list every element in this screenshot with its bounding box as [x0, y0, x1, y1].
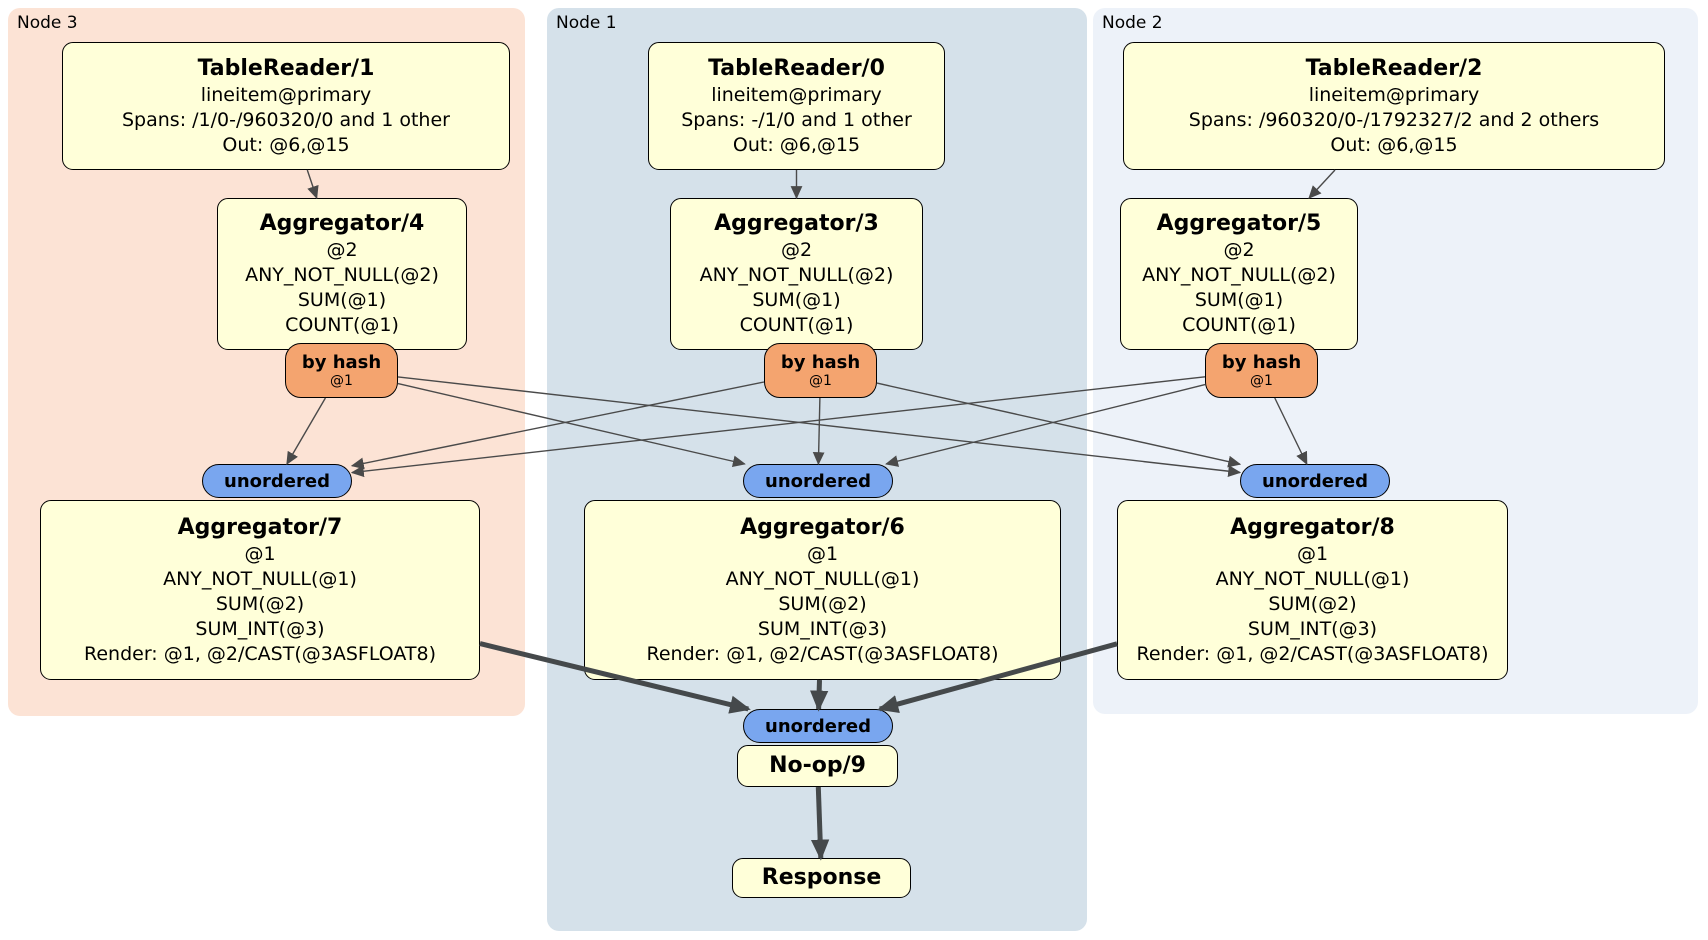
processor-title: Aggregator/7 [177, 514, 343, 540]
agg-func: SUM_INT(@3) [757, 617, 888, 640]
sync-label: unordered [224, 470, 330, 492]
processor-tablereader-2: TableReader/2 lineitem@primary Spans: /9… [1123, 42, 1665, 170]
group-cols: @2 [780, 239, 813, 261]
processor-title: TableReader/0 [708, 55, 885, 81]
sync-unordered-9: unordered [743, 709, 893, 743]
processor-index: lineitem@primary [200, 83, 372, 106]
render-expr: Render: @1, @2/CAST(@3ASFLOAT8) [1136, 642, 1489, 665]
group-cols: @1 [806, 542, 839, 565]
processor-title: TableReader/1 [197, 55, 375, 81]
processor-aggregator-5: Aggregator/5 @2 ANY_NOT_NULL(@2) SUM(@1)… [1120, 198, 1358, 350]
processor-title: Response [761, 865, 882, 890]
router-label: by hash [1221, 351, 1302, 373]
processor-title: TableReader/2 [1305, 55, 1483, 81]
group-cols: @2 [326, 239, 358, 261]
processor-title: Aggregator/8 [1230, 514, 1395, 540]
agg-func: ANY_NOT_NULL(@2) [245, 264, 439, 286]
region-label-node-3: Node 3 [17, 13, 78, 33]
processor-out: Out: @6,@15 [222, 133, 350, 156]
sync-label: unordered [765, 470, 871, 492]
processor-aggregator-6: Aggregator/6 @1 ANY_NOT_NULL(@1) SUM(@2)… [584, 500, 1061, 680]
router-hash-cols: @1 [809, 372, 832, 389]
processor-out: Out: @6,@15 [1330, 133, 1458, 156]
agg-func: COUNT(@1) [285, 314, 399, 336]
agg-func: SUM(@1) [1194, 289, 1284, 311]
processor-title: Aggregator/6 [740, 514, 905, 540]
agg-func: ANY_NOT_NULL(@1) [1215, 567, 1410, 590]
sync-unordered-7: unordered [202, 464, 352, 498]
group-cols: @1 [1296, 542, 1329, 565]
processor-aggregator-8: Aggregator/8 @1 ANY_NOT_NULL(@1) SUM(@2)… [1117, 500, 1508, 680]
processor-response: Response [732, 858, 911, 898]
group-cols: @1 [244, 542, 276, 565]
router-label: by hash [301, 351, 382, 373]
processor-tablereader-0: TableReader/0 lineitem@primary Spans: -/… [648, 42, 945, 170]
processor-title: Aggregator/4 [259, 211, 425, 236]
sync-label: unordered [1262, 470, 1368, 492]
agg-func: SUM(@2) [215, 592, 305, 615]
processor-aggregator-7: Aggregator/7 @1 ANY_NOT_NULL(@1) SUM(@2)… [40, 500, 480, 680]
processor-title: Aggregator/5 [1156, 211, 1322, 236]
region-label-node-2: Node 2 [1102, 13, 1163, 33]
processor-spans: Spans: -/1/0 and 1 other [681, 108, 912, 131]
agg-func: SUM_INT(@3) [1247, 617, 1378, 640]
agg-func: SUM_INT(@3) [195, 617, 325, 640]
processor-aggregator-4: Aggregator/4 @2 ANY_NOT_NULL(@2) SUM(@1)… [217, 198, 467, 350]
processor-tablereader-1: TableReader/1 lineitem@primary Spans: /1… [62, 42, 510, 170]
router-by-hash-5: by hash @1 [1205, 343, 1318, 398]
agg-func: ANY_NOT_NULL(@1) [725, 567, 920, 590]
router-hash-cols: @1 [1250, 372, 1273, 389]
agg-func: ANY_NOT_NULL(@1) [163, 567, 357, 590]
group-cols: @2 [1223, 239, 1255, 261]
sync-label: unordered [765, 715, 871, 737]
agg-func: SUM(@2) [778, 592, 867, 615]
processor-spans: Spans: /1/0-/960320/0 and 1 other [122, 108, 450, 131]
agg-func: COUNT(@1) [739, 314, 854, 336]
agg-func: SUM(@1) [297, 289, 387, 311]
router-by-hash-3: by hash @1 [764, 343, 877, 398]
router-label: by hash [780, 351, 861, 373]
sync-unordered-8: unordered [1240, 464, 1390, 498]
render-expr: Render: @1, @2/CAST(@3ASFLOAT8) [84, 642, 436, 665]
processor-index: lineitem@primary [711, 83, 882, 106]
agg-func: COUNT(@1) [1182, 314, 1296, 336]
router-hash-cols: @1 [330, 372, 353, 389]
agg-func: ANY_NOT_NULL(@2) [1142, 264, 1336, 286]
processor-title: Aggregator/3 [714, 211, 879, 236]
render-expr: Render: @1, @2/CAST(@3ASFLOAT8) [646, 642, 999, 665]
processor-spans: Spans: /960320/0-/1792327/2 and 2 others [1188, 108, 1600, 131]
processor-noop-9: No-op/9 [737, 745, 898, 787]
region-label-node-1: Node 1 [556, 13, 617, 33]
agg-func: SUM(@1) [752, 289, 841, 311]
processor-aggregator-3: Aggregator/3 @2 ANY_NOT_NULL(@2) SUM(@1)… [670, 198, 923, 350]
sync-unordered-6: unordered [743, 464, 893, 498]
router-by-hash-4: by hash @1 [285, 343, 398, 398]
agg-func: SUM(@2) [1268, 592, 1357, 615]
processor-title: No-op/9 [769, 753, 866, 778]
processor-out: Out: @6,@15 [732, 133, 861, 156]
processor-index: lineitem@primary [1308, 83, 1480, 106]
agg-func: ANY_NOT_NULL(@2) [699, 264, 894, 286]
